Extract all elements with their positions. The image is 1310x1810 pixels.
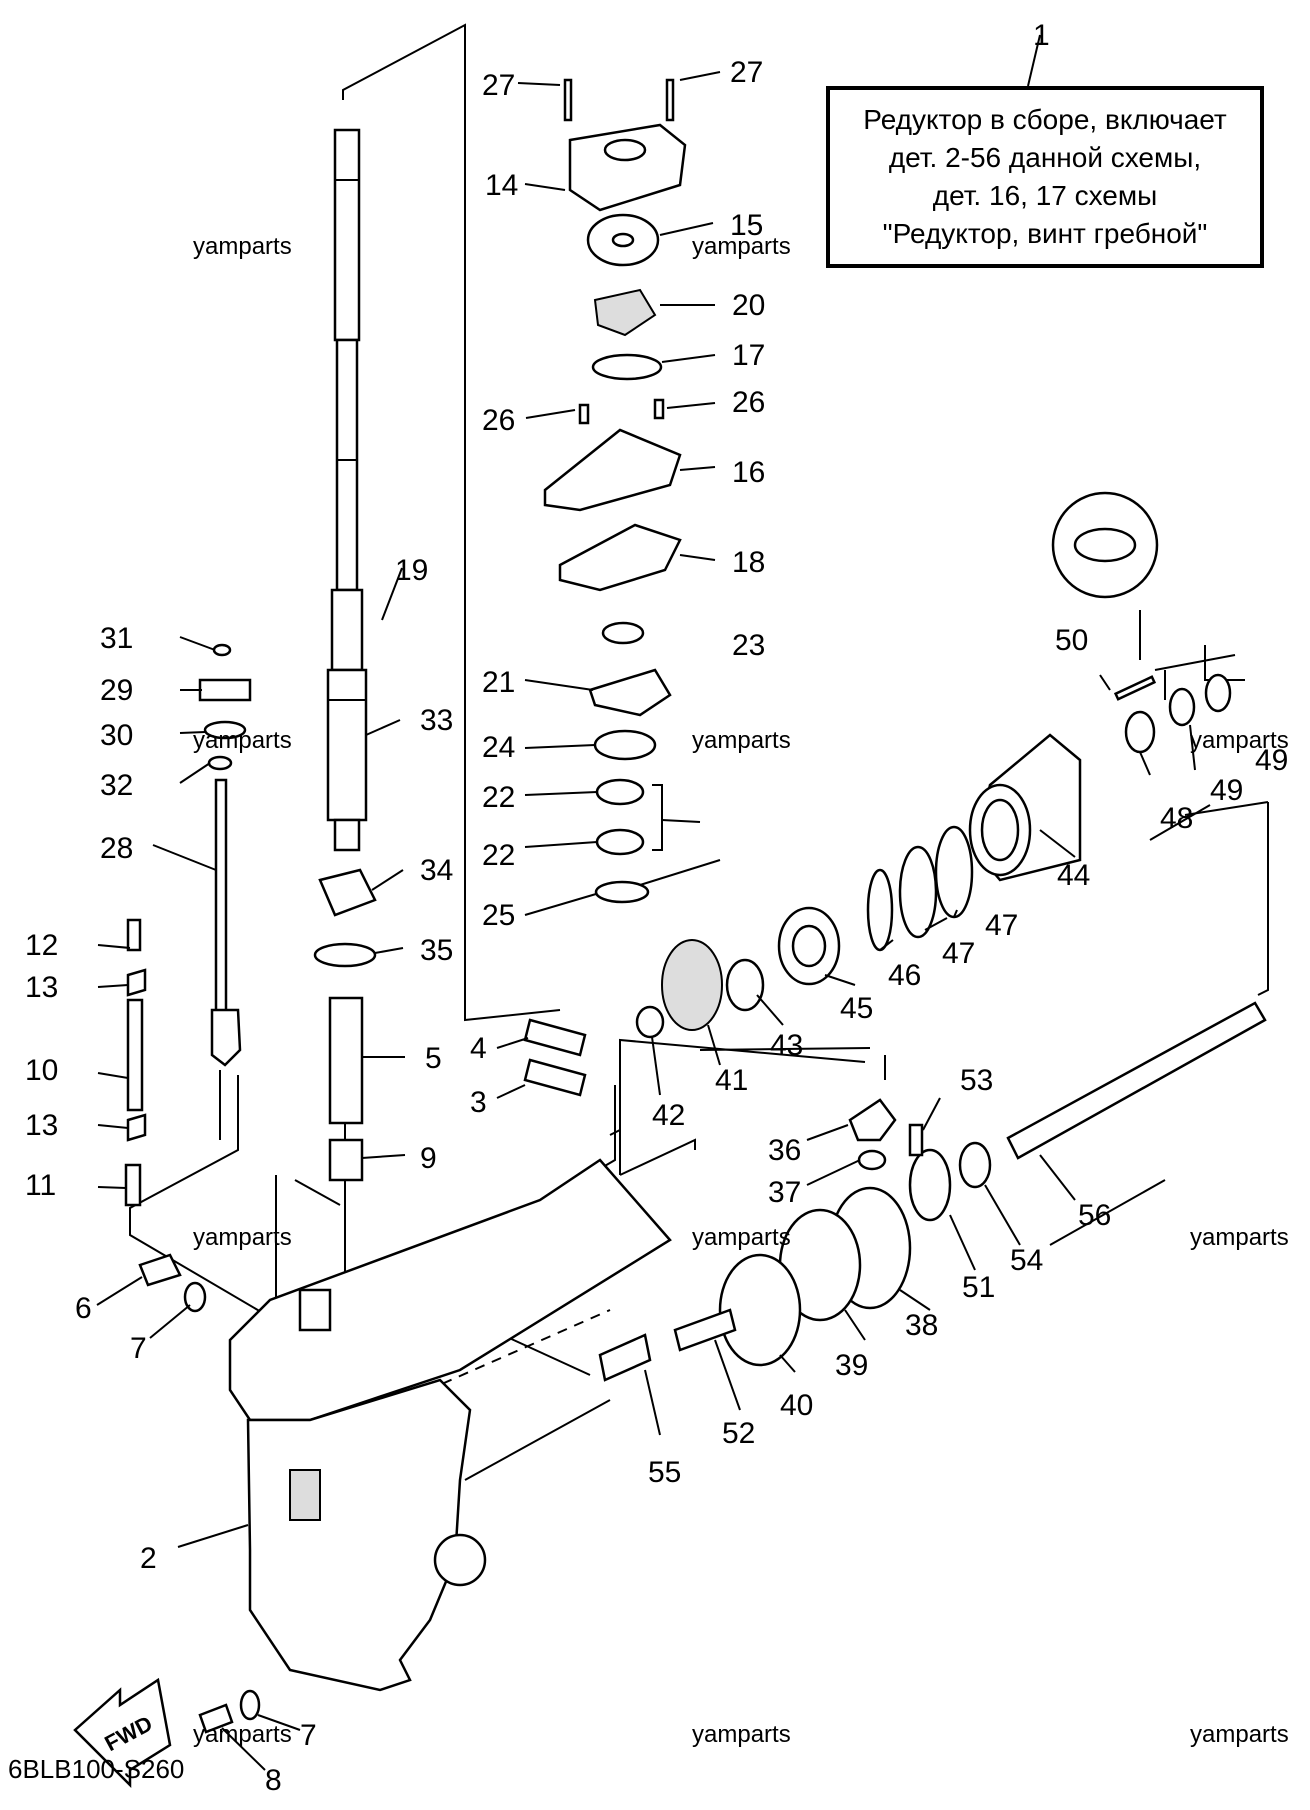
callout-48: 48 — [1160, 802, 1193, 835]
assembly-note: Редуктор в сборе, включает дет. 2-56 дан… — [826, 86, 1264, 268]
callout-10: 10 — [25, 1054, 58, 1087]
callout-27a: 27 — [482, 69, 515, 102]
watermark: yamparts — [692, 1721, 791, 1748]
callout-51: 51 — [962, 1271, 995, 1304]
callout-20: 20 — [732, 289, 765, 322]
callout-38: 38 — [905, 1309, 938, 1342]
shift-rod — [210, 778, 242, 1067]
watermark: yamparts — [193, 233, 292, 260]
callout-44: 44 — [1057, 859, 1090, 892]
callout-45: 45 — [840, 992, 873, 1025]
callout-12: 12 — [25, 929, 58, 962]
callout-32: 32 — [100, 769, 133, 802]
callout-28: 28 — [100, 832, 133, 865]
shift-components — [124, 643, 261, 1734]
callout-17: 17 — [732, 339, 765, 372]
callout-19: 19 — [395, 554, 428, 587]
watermark: yamparts — [692, 1224, 791, 1251]
callout-24: 24 — [482, 731, 515, 764]
assembly-note-line: дет. 2-56 данной схемы, — [888, 142, 1202, 173]
callout-18: 18 — [732, 546, 765, 579]
callout-3: 3 — [470, 1086, 487, 1119]
callout-29: 29 — [100, 674, 133, 707]
callout-49a: 49 — [1210, 774, 1243, 807]
water-pump-stack — [543, 78, 701, 904]
callout-22b: 22 — [482, 839, 515, 872]
callout-13b: 13 — [25, 1109, 58, 1142]
callout-42: 42 — [652, 1099, 685, 1132]
bearing-housing — [968, 491, 1232, 882]
callout-14: 14 — [485, 169, 518, 202]
callout-16: 16 — [732, 456, 765, 489]
watermark: yamparts — [193, 727, 292, 754]
callout-55: 55 — [648, 1456, 681, 1489]
gearcase-housing — [228, 1158, 672, 1692]
assembly-note-line: Редуктор в сборе, включает — [863, 104, 1227, 135]
callout-2: 2 — [140, 1542, 157, 1575]
watermark: yamparts — [1190, 1224, 1289, 1251]
callout-21: 21 — [482, 666, 515, 699]
callout-43: 43 — [770, 1029, 803, 1062]
watermark: yamparts — [692, 727, 791, 754]
callout-52: 52 — [722, 1417, 755, 1450]
callout-40: 40 — [780, 1389, 813, 1422]
callout-49b: 49 — [1255, 744, 1288, 777]
callout-11: 11 — [25, 1169, 56, 1202]
callout-26b: 26 — [732, 386, 765, 419]
callout-4: 4 — [470, 1032, 487, 1065]
bushings-sleeve — [313, 868, 587, 1182]
callout-9: 9 — [420, 1142, 437, 1175]
callout-15: 15 — [730, 209, 763, 242]
callout-30: 30 — [100, 719, 133, 752]
callout-25: 25 — [482, 899, 515, 932]
callout-37: 37 — [768, 1176, 801, 1209]
callout-27b: 27 — [730, 56, 763, 89]
callout-26a: 26 — [482, 404, 515, 437]
callout-31: 31 — [100, 622, 133, 655]
forward-gear-group — [635, 825, 974, 1039]
callout-7a: 7 — [130, 1332, 147, 1365]
watermark: yamparts — [692, 233, 791, 260]
callout-53: 53 — [960, 1064, 993, 1097]
callout-36: 36 — [768, 1134, 801, 1167]
callout-numbers: 1 2 3 4 5 6 7 7 8 9 10 11 12 13 13 14 15… — [25, 19, 1288, 1797]
callout-39: 39 — [835, 1349, 868, 1382]
callout-47a: 47 — [942, 937, 975, 970]
leader-lines — [96, 34, 1196, 1771]
callout-7b: 7 — [300, 1719, 317, 1752]
watermark: yamparts — [1190, 1721, 1289, 1748]
callout-34: 34 — [420, 854, 453, 887]
fwd-arrow-icon: FWD — [73, 1677, 172, 1789]
callout-1: 1 — [1033, 19, 1050, 52]
callout-41: 41 — [715, 1064, 748, 1097]
diagram-code: 6BLB100-S260 — [8, 1754, 184, 1784]
callout-23: 23 — [732, 629, 765, 662]
watermark: yamparts — [193, 1721, 292, 1748]
callout-5: 5 — [425, 1042, 442, 1075]
assembly-note-line: "Редуктор, винт гребной" — [882, 218, 1208, 249]
callout-6: 6 — [75, 1292, 92, 1325]
callout-33: 33 — [420, 704, 453, 737]
callout-13a: 13 — [25, 971, 58, 1004]
callout-54: 54 — [1010, 1244, 1043, 1277]
callout-22a: 22 — [482, 781, 515, 814]
reverse-gear-group — [598, 1098, 992, 1382]
callout-35: 35 — [420, 934, 453, 967]
watermark: yamparts — [1190, 727, 1289, 754]
callout-50: 50 — [1055, 624, 1088, 657]
callout-56: 56 — [1078, 1199, 1111, 1232]
callout-47b: 47 — [985, 909, 1018, 942]
callout-8: 8 — [265, 1764, 282, 1797]
watermarks: yamparts yamparts yamparts yamparts yamp… — [193, 233, 1289, 1748]
watermark: yamparts — [193, 1224, 292, 1251]
propeller-shaft — [1006, 1001, 1267, 1160]
callout-46: 46 — [888, 959, 921, 992]
drive-shaft — [326, 128, 368, 852]
assembly-note-line: дет. 16, 17 схемы — [932, 180, 1158, 211]
